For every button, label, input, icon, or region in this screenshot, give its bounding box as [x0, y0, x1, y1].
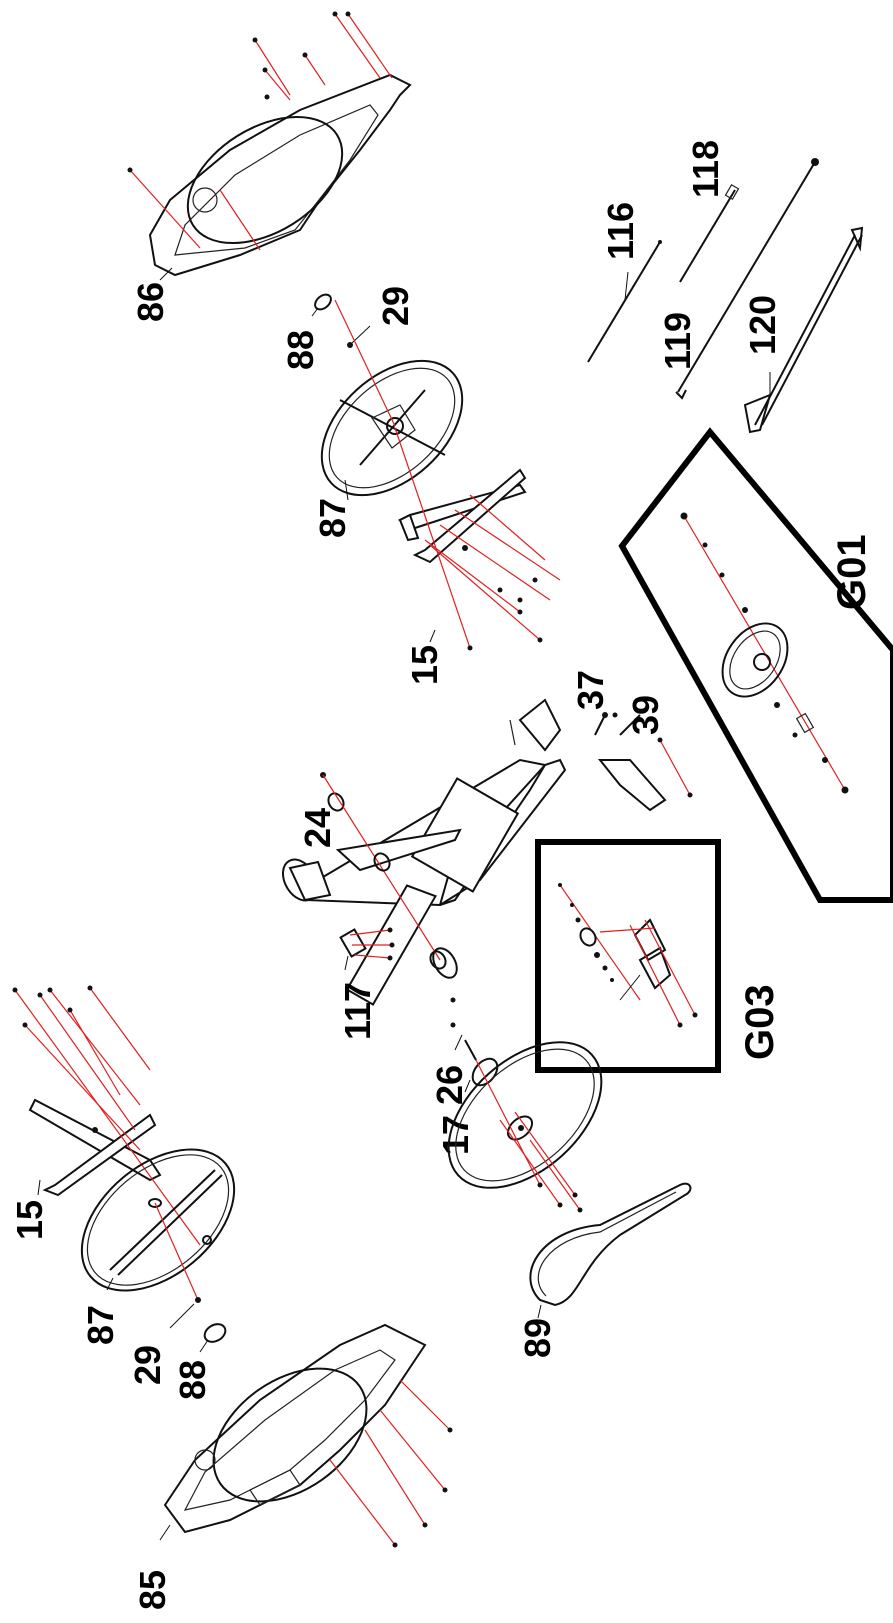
part-main-frame	[281, 698, 567, 1006]
part-15-bottom-cross-bracket	[12, 985, 201, 1246]
part-29-bottom-nut	[169, 1297, 201, 1329]
label-116: 116	[600, 202, 641, 260]
label-87-bottom: 87	[80, 1305, 121, 1345]
label-39: 39	[625, 695, 666, 735]
part-88-top-washer	[311, 293, 332, 317]
part-120-rod-assembly	[743, 226, 864, 434]
label-26: 26	[429, 1065, 470, 1105]
label-37: 37	[570, 670, 611, 710]
group-g03-label: G03	[738, 984, 782, 1060]
label-117: 117	[337, 982, 378, 1040]
group-g01-label: G01	[830, 534, 874, 610]
part-29-top-nut	[347, 325, 371, 348]
part-86-side-cover	[127, 11, 412, 281]
label-29-top: 29	[375, 286, 416, 326]
label-15-bottom: 15	[9, 1200, 50, 1240]
part-119-rod	[675, 158, 819, 400]
label-88-bottom: 88	[172, 1360, 213, 1400]
part-85-side-cover	[159, 1323, 453, 1548]
group-g03-frame	[535, 839, 721, 1073]
label-86: 86	[130, 282, 171, 322]
label-15-top: 15	[404, 645, 445, 685]
label-119: 119	[657, 312, 698, 370]
part-26-shaft	[450, 1022, 477, 1061]
label-89: 89	[517, 1318, 558, 1358]
part-88-bottom-washer	[199, 1323, 227, 1353]
part-24-bearing	[320, 772, 456, 1003]
label-29-bottom: 29	[127, 1345, 168, 1385]
part-89-belt	[529, 1182, 692, 1319]
part-117-bracket	[339, 927, 395, 971]
part-87-bottom-disc	[80, 1148, 236, 1301]
label-87-top: 87	[312, 498, 353, 538]
part-flywheel	[447, 1041, 603, 1213]
part-87-top-flywheel-disc	[320, 299, 464, 497]
label-120: 120	[742, 295, 783, 355]
part-118-rod	[679, 183, 740, 283]
part-116-rod	[587, 240, 662, 363]
group-g01-frame	[618, 427, 893, 903]
part-39-pedal-arm	[597, 712, 693, 812]
label-118: 118	[685, 140, 726, 198]
label-24: 24	[297, 808, 338, 848]
part-15-top-cross-bracket	[394, 427, 561, 651]
part-37-bolt	[594, 712, 608, 736]
label-85: 85	[132, 1570, 173, 1610]
label-88-top: 88	[280, 330, 321, 370]
